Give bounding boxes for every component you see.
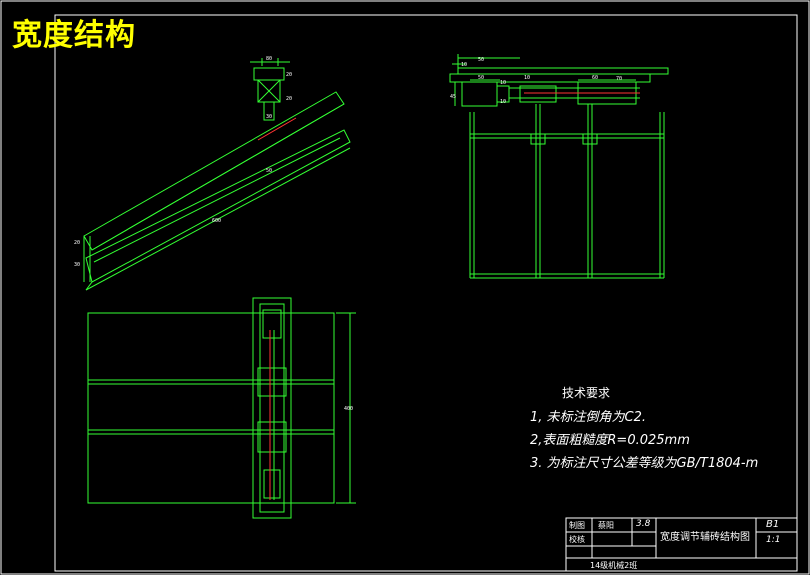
dim-right-70: 70 [616, 76, 622, 82]
front-view [449, 54, 669, 279]
dim-right-60: 60 [592, 75, 598, 81]
tech-requirement-3: 3. 为标注尺寸公差等级为GB/T1804-m [530, 456, 759, 471]
dim-sec-30: 30 [266, 114, 272, 120]
sheet-inner-frame [54, 14, 798, 572]
title-block [565, 517, 798, 572]
tb-drawn-label: 制图 [569, 521, 585, 530]
tb-drawn-date: 3.8 [636, 519, 651, 529]
dim-sec-80: 80 [266, 56, 272, 62]
tb-scale: 1:1 [766, 535, 781, 545]
dim-slope-50: 50 [266, 168, 272, 174]
slope-view [83, 58, 351, 291]
dim-left-10a: 10 [500, 80, 506, 86]
dim-left-10b: 10 [500, 99, 506, 105]
tech-requirement-1: 1, 未标注倒角为C2. [530, 410, 647, 425]
tb-drawn-name: 蔡阳 [598, 521, 614, 530]
drawing-title: 宽度结构 [12, 18, 136, 53]
dim-plan-400: 400 [344, 406, 353, 412]
plan-view [87, 297, 356, 519]
dim-sec-20a: 20 [286, 72, 292, 78]
dim-top-10: 10 [461, 62, 467, 68]
dimension-labels: 50 10 50 10 10 45 10 60 70 80 30 20 20 6… [74, 56, 622, 412]
dim-sec-20b: 20 [286, 96, 292, 102]
dim-left-45: 45 [450, 94, 456, 100]
tb-sheet: B1 [766, 519, 780, 530]
dim-end-20: 20 [74, 240, 80, 246]
dim-slope-600: 600 [212, 218, 221, 224]
dim-mid-10: 10 [524, 75, 530, 81]
tb-school: 14级机械2班 [590, 561, 638, 570]
tb-check-label: 校核 [569, 535, 585, 544]
dim-top-50: 50 [478, 57, 484, 63]
tech-requirements-heading: 技术要求 [562, 386, 611, 400]
tech-requirement-2: 2,表面粗糙度R=0.025mm [530, 433, 690, 448]
tb-drawing-name: 宽度调节辅砖结构图 [660, 532, 750, 543]
dim-end-30: 30 [74, 262, 80, 268]
dim-left-50: 50 [478, 75, 484, 81]
